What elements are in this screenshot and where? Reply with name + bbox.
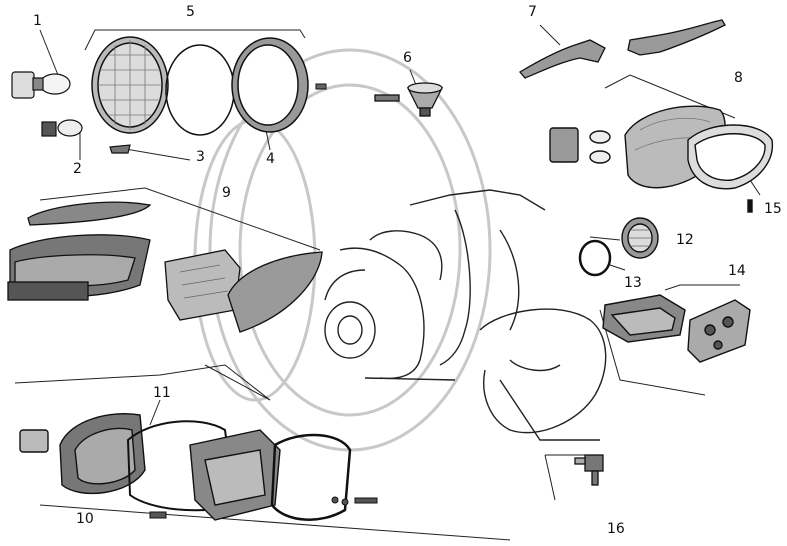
callout-14: 14 — [728, 263, 746, 279]
part-1-bulb-holder — [11, 71, 71, 99]
part-3-clip — [109, 144, 131, 154]
callout-5: 5 — [186, 4, 195, 20]
part-6-horn — [374, 82, 444, 117]
part-4-headlight-rim — [231, 37, 309, 133]
part-8-tail-light — [549, 105, 774, 213]
callout-12: 12 — [676, 232, 694, 248]
callout-13: 13 — [624, 275, 642, 291]
part-13-ring — [578, 239, 612, 277]
callout-10: 10 — [76, 511, 94, 527]
part-14-switch-housing — [602, 294, 751, 363]
part-12-lamp — [621, 217, 659, 259]
part-9-cover-assembly — [7, 201, 323, 333]
callout-16: 16 — [607, 521, 625, 537]
scooter-outline — [324, 189, 607, 441]
callout-2: 2 — [73, 161, 82, 177]
callout-8: 8 — [734, 70, 743, 86]
callout-6: 6 — [403, 50, 412, 66]
part-5-screw — [315, 83, 327, 90]
part-5-headlight-lens — [91, 36, 169, 134]
callout-3: 3 — [196, 149, 205, 165]
part-10-screws — [149, 496, 378, 519]
part-7-levers — [519, 19, 726, 79]
part-5-seal-ring — [165, 44, 235, 136]
callout-7: 7 — [528, 4, 537, 20]
part-2-bulb — [41, 119, 83, 137]
callout-4: 4 — [266, 151, 275, 167]
callout-9: 9 — [222, 185, 231, 201]
callout-1: 1 — [33, 13, 42, 29]
callout-15: 15 — [764, 201, 782, 217]
part-16-connector — [574, 454, 604, 486]
callout-11: 11 — [153, 385, 171, 401]
part-11-side-cover — [19, 413, 352, 521]
